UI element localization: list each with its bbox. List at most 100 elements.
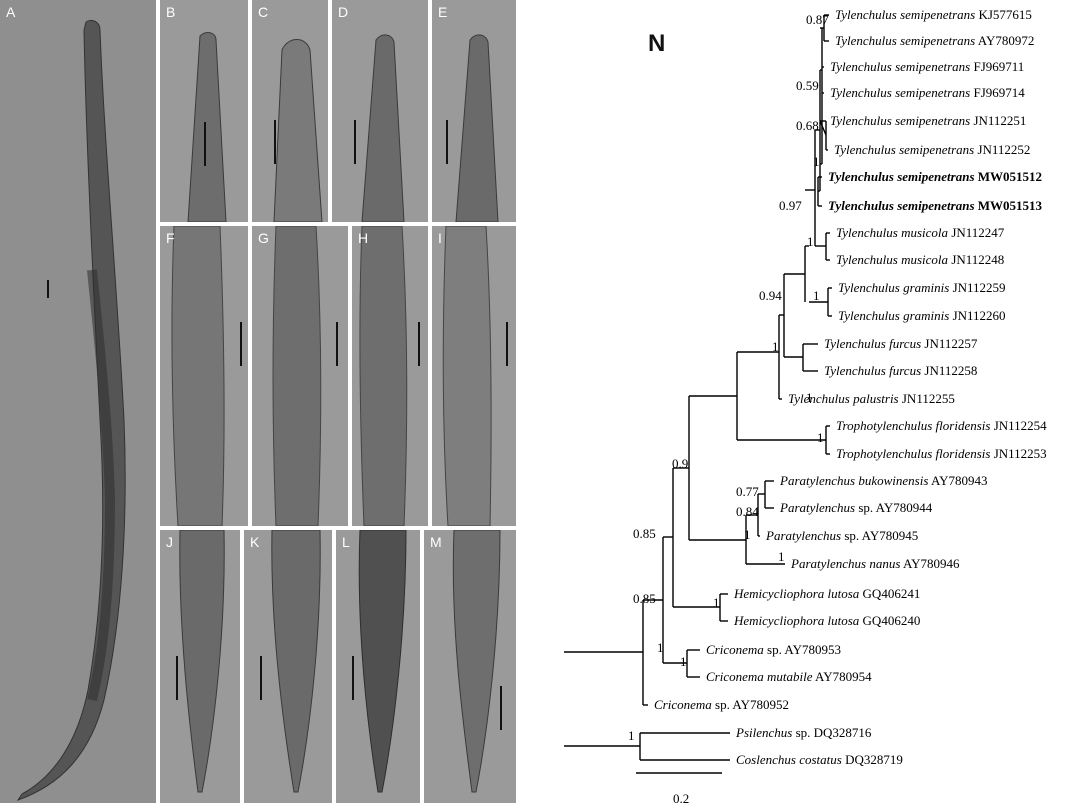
support-value-s18: 0.85: [633, 591, 656, 606]
tip-label-t6: Tylenchulus semipenetrans JN112252: [834, 142, 1030, 157]
tip-label-t27: Psilenchus sp. DQ328716: [735, 725, 872, 740]
support-value-s10: 1: [817, 430, 824, 445]
scale-bar: [354, 120, 356, 164]
panel-label-l: L: [342, 534, 350, 550]
nematode-midbody-image: [171, 226, 225, 526]
micrograph-panel-k: K: [244, 530, 332, 803]
nematode-full-body-image: [16, 19, 126, 801]
micrograph-panel-i: I: [432, 226, 516, 526]
support-value-s11: 1: [806, 390, 813, 405]
support-value-s15: 0.84: [736, 504, 759, 519]
scale-bar: [274, 120, 276, 164]
micrograph-panel-c: C: [252, 0, 328, 222]
panel-label-e: E: [438, 4, 448, 20]
micrograph-panel-f: F: [160, 226, 248, 526]
panel-label-f: F: [166, 230, 175, 246]
panel-label-h: H: [358, 230, 369, 246]
support-value-s19: 1: [713, 595, 720, 610]
tip-label-t5: Tylenchulus semipenetrans JN112251: [830, 113, 1026, 128]
micrograph-panel-e: E: [432, 0, 516, 222]
tip-label-t10: Tylenchulus musicola JN112248: [836, 252, 1004, 267]
tip-label-t9: Tylenchulus musicola JN112247: [836, 225, 1005, 240]
nematode-tail-image: [452, 530, 501, 793]
scale-bar: [446, 120, 448, 164]
micrograph-panel-m: M: [424, 530, 516, 803]
tree-support-values: 0.870.590.6810.97110.9411110.90.770.8410…: [628, 12, 829, 743]
panel-label-a: A: [6, 4, 16, 20]
scale-bar: [500, 686, 502, 730]
tip-label-t24: Criconema sp. AY780953: [706, 642, 841, 657]
support-value-s7: 1: [813, 288, 820, 303]
panel-label-k: K: [250, 534, 260, 550]
tip-label-t3: Tylenchulus semipenetrans FJ969711: [830, 59, 1024, 74]
scale-bar: [176, 656, 178, 700]
panel-label-m: M: [430, 534, 442, 550]
panel-label-n: N: [648, 30, 666, 57]
tip-label-t8: Tylenchulus semipenetrans MW051513: [828, 198, 1043, 213]
scale-bar: [240, 322, 242, 366]
panel-label-b: B: [166, 4, 176, 20]
tip-label-t14: Tylenchulus furcus JN112258: [824, 363, 977, 378]
support-value-s14: 0.77: [736, 484, 759, 499]
panel-label-g: G: [258, 230, 269, 246]
scale-bar: [352, 656, 354, 700]
tip-label-t20: Paratylenchus sp. AY780945: [765, 528, 918, 543]
support-value-s22: 1: [628, 728, 635, 743]
tree-branches: [564, 14, 832, 761]
micrograph-panel-b: B: [160, 0, 248, 222]
nematode-tail-image: [271, 530, 321, 793]
tip-label-t21: Paratylenchus nanus AY780946: [790, 556, 960, 571]
support-value-s6: 1: [807, 234, 814, 249]
tip-label-t2: Tylenchulus semipenetrans AY780972: [835, 33, 1034, 48]
support-value-s16: 1: [744, 527, 751, 542]
micrograph-panel-d: D: [332, 0, 428, 222]
support-value-s13: 0.9: [672, 456, 688, 471]
tip-label-t17: Trophotylenchulus floridensis JN112253: [836, 446, 1047, 461]
nematode-tail-image: [358, 530, 407, 793]
tip-label-t11: Tylenchulus graminis JN112259: [838, 280, 1006, 295]
support-value-s17: 0.85: [633, 526, 656, 541]
tip-label-t4: Tylenchulus semipenetrans FJ969714: [830, 85, 1025, 100]
scale-bar-label: 0.2: [673, 791, 689, 806]
tip-label-t28: Coslenchus costatus DQ328719: [736, 752, 903, 767]
tip-label-t1: Tylenchulus semipenetrans KJ577615: [835, 7, 1032, 22]
support-value-s4: 1: [813, 154, 820, 169]
micrograph-panel-g: G: [252, 226, 348, 526]
tip-label-t15: Tylenchulus palustris JN112255: [788, 391, 955, 406]
micrograph-panel-l: L: [336, 530, 420, 803]
panel-label-c: C: [258, 4, 269, 20]
support-value-s9: 1: [772, 339, 779, 354]
scale-bar: [506, 322, 508, 366]
support-value-s8: 0.94: [759, 288, 782, 303]
micrograph-panel-h: H: [352, 226, 428, 526]
tip-label-t7: Tylenchulus semipenetrans MW051512: [828, 169, 1042, 184]
support-value-s2: 0.59: [796, 78, 819, 93]
micrograph-panel-a: A: [0, 0, 156, 803]
nematode-midbody-image: [442, 226, 492, 526]
scale-bar: [418, 322, 420, 366]
support-value-s20: 1: [680, 654, 687, 669]
tip-label-t22: Hemicycliophora lutosa GQ406241: [733, 586, 920, 601]
tree-branch: [819, 120, 827, 136]
tip-label-t26: Criconema sp. AY780952: [654, 697, 789, 712]
tip-label-t19: Paratylenchus sp. AY780944: [779, 500, 933, 515]
tip-label-t12: Tylenchulus graminis JN112260: [838, 308, 1006, 323]
nematode-head-image: [273, 39, 323, 222]
scale-bar: [336, 322, 338, 366]
tip-label-t16: Trophotylenchulus floridensis JN112254: [836, 418, 1047, 433]
tip-label-t23: Hemicycliophora lutosa GQ406240: [733, 613, 920, 628]
scale-bar: [204, 122, 206, 166]
support-value-s12: 1: [778, 549, 785, 564]
nematode-midbody-image: [272, 226, 322, 526]
tree-tip-labels: Tylenchulus semipenetrans KJ577615Tylenc…: [654, 7, 1047, 767]
support-value-s3: 0.68: [796, 118, 819, 133]
panel-label-i: I: [438, 230, 442, 246]
micrograph-panel-j: J: [160, 530, 240, 803]
tip-label-t13: Tylenchulus furcus JN112257: [824, 336, 978, 351]
nematode-head-image: [187, 32, 227, 222]
panel-label-d: D: [338, 4, 349, 20]
nematode-midbody-image: [359, 226, 408, 526]
tip-label-t25: Criconema mutabile AY780954: [706, 669, 872, 684]
support-value-s21: 1: [657, 640, 664, 655]
